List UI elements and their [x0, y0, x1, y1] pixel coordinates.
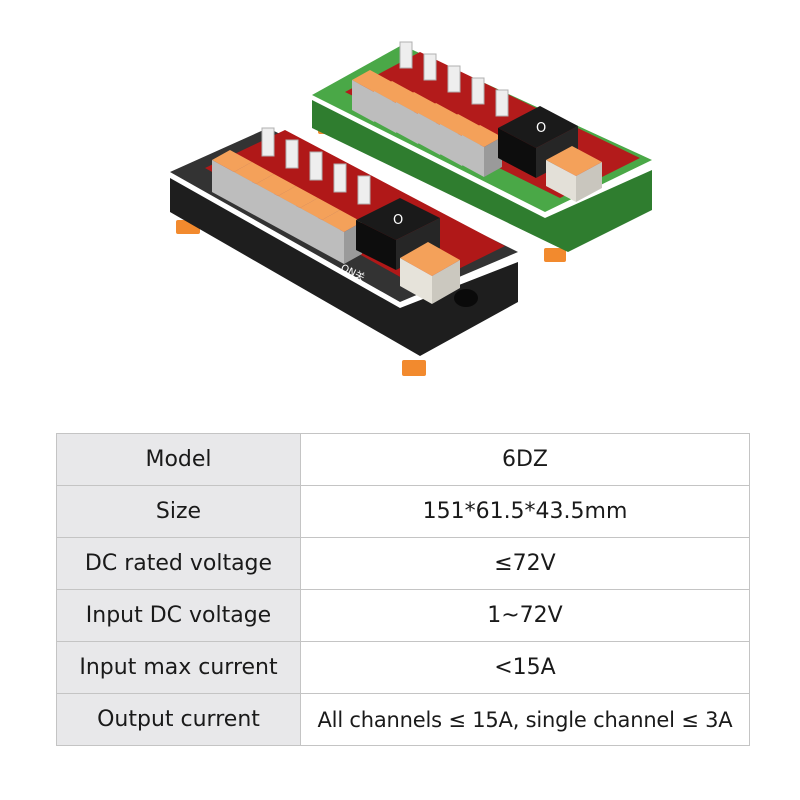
din-clip [402, 360, 426, 376]
table-row: Output current All channels ≤ 15A, singl… [56, 693, 750, 746]
mounting-hole [454, 289, 478, 307]
green-terminal-row [352, 70, 502, 177]
spec-value: 6DZ [300, 433, 750, 486]
spec-value: 151*61.5*43.5mm [300, 485, 750, 538]
din-clip [544, 248, 566, 262]
spec-label: Model [56, 433, 301, 486]
svg-text:O: O [393, 213, 403, 228]
table-row: Input max current <15A [56, 641, 750, 694]
table-row: Input DC voltage 1~72V [56, 589, 750, 642]
black-module: O ON关 [170, 127, 518, 376]
spec-value: 1~72V [300, 589, 750, 642]
spec-value: <15A [300, 641, 750, 694]
svg-text:O: O [536, 121, 546, 136]
product-photo: O [170, 41, 652, 376]
table-row: DC rated voltage ≤72V [56, 537, 750, 590]
green-module: O [312, 41, 652, 262]
spec-value: All channels ≤ 15A, single channel ≤ 3A [300, 693, 750, 746]
spec-value: ≤72V [300, 537, 750, 590]
spec-label: Input max current [56, 641, 301, 694]
spec-label: Input DC voltage [56, 589, 301, 642]
spec-label: Size [56, 485, 301, 538]
spec-table: Model 6DZ Size 151*61.5*43.5mm DC rated … [56, 433, 750, 746]
spec-label: Output current [56, 693, 301, 746]
black-input-terminal [400, 242, 460, 304]
spec-label: DC rated voltage [56, 537, 301, 590]
black-terminal-row [212, 150, 362, 264]
table-row: Size 151*61.5*43.5mm [56, 485, 750, 538]
table-row: Model 6DZ [56, 433, 750, 486]
green-input-terminal [546, 146, 602, 202]
